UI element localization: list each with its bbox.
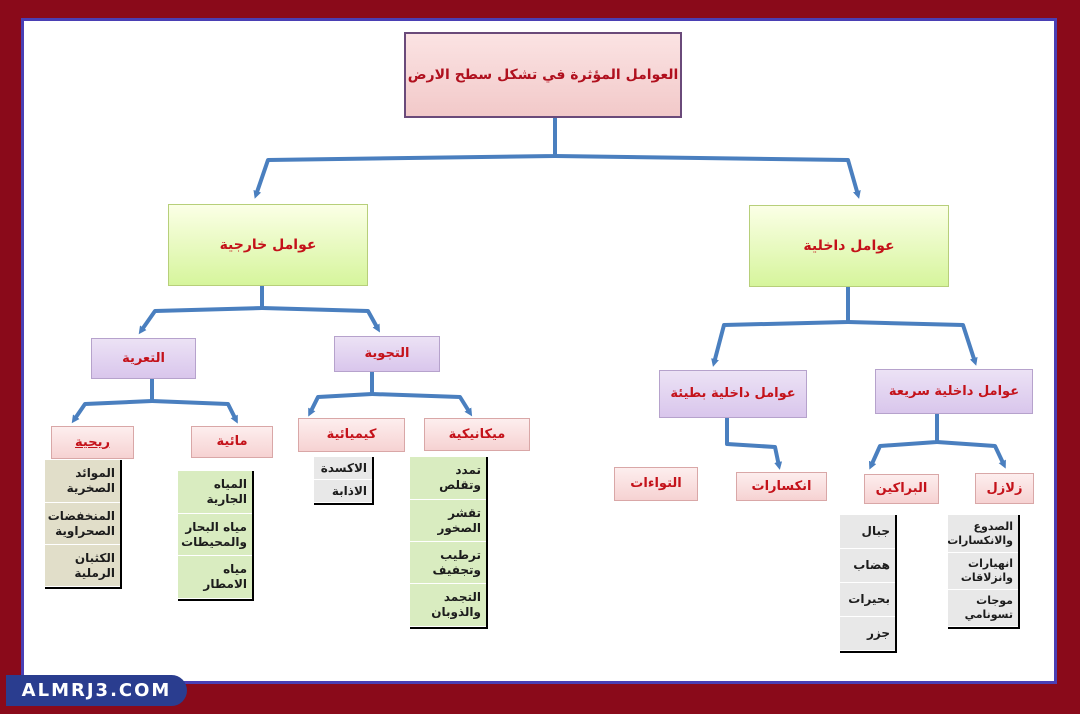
list-item: الكثبان الرملية bbox=[45, 545, 120, 587]
list-item: الموائد الصخرية bbox=[45, 460, 120, 503]
folds-node: التواءات bbox=[614, 467, 698, 501]
chemical-weathering-list: الاكسدة الاذابة bbox=[314, 457, 374, 505]
wind-erosion-list: الموائد الصخرية المنخفضات الصحراوية الكث… bbox=[45, 460, 122, 589]
weathering-title: التجوية bbox=[364, 346, 410, 362]
earthquakes-title: زلازل bbox=[986, 480, 1023, 496]
watermark-text: ALMRJ3.COM bbox=[21, 680, 172, 701]
fast-internal-title: عوامل داخلية سريعة bbox=[888, 383, 1020, 399]
list-item: بحيرات bbox=[840, 583, 895, 617]
wind-erosion-node: ريحية bbox=[51, 426, 134, 459]
external-factors-title: عوامل خارجية bbox=[219, 236, 317, 253]
site-watermark-logo: ALMRJ3.COM bbox=[6, 675, 187, 706]
slow-internal-title: عوامل داخلية بطيئة bbox=[670, 386, 796, 402]
list-item: ترطيب وتجفيف bbox=[410, 542, 486, 584]
mechanical-weathering-list: تمدد وتقلص تقشر الصخور ترطيب وتجفيف التج… bbox=[410, 457, 488, 629]
list-item: الاكسدة bbox=[314, 457, 372, 480]
earthquakes-list: الصدوع والانكسارات انهيارات وانزلاقات مو… bbox=[947, 515, 1020, 629]
water-erosion-title: مائية bbox=[216, 434, 248, 450]
external-factors-node: عوامل خارجية bbox=[168, 204, 368, 286]
mechanical-weathering-node: ميكانيكية bbox=[424, 418, 530, 451]
list-item: المنخفضات الصحراوية bbox=[45, 503, 120, 545]
list-item: التجمد والذوبان bbox=[410, 584, 486, 627]
volcanoes-list: جبال هضاب بحيرات جزر bbox=[840, 515, 897, 653]
list-item: مياه البحار والمحيطات bbox=[178, 514, 252, 556]
folds-title: التواءات bbox=[630, 476, 682, 492]
mechanical-weathering-title: ميكانيكية bbox=[448, 426, 506, 442]
water-erosion-node: مائية bbox=[191, 426, 273, 458]
erosion-node: التعرية bbox=[91, 338, 196, 379]
list-item: جبال bbox=[840, 515, 895, 549]
root-node: العوامل المؤثرة في تشكل سطح الارض bbox=[404, 32, 682, 118]
list-item: تمدد وتقلص bbox=[410, 457, 486, 500]
wind-erosion-title: ريحية bbox=[75, 434, 110, 450]
list-item: موجات تسونامي bbox=[948, 590, 1018, 627]
volcanoes-title: البراكين bbox=[875, 481, 928, 497]
internal-factors-node: عوامل داخلية bbox=[749, 205, 949, 287]
chemical-weathering-title: كيميائية bbox=[326, 427, 377, 443]
list-item: مياه الامطار bbox=[178, 556, 252, 599]
water-erosion-list: المياه الجارية مياه البحار والمحيطات ميا… bbox=[178, 471, 254, 601]
faults-title: انكسارات bbox=[751, 478, 812, 494]
list-item: انهيارات وانزلاقات bbox=[948, 553, 1018, 590]
internal-factors-title: عوامل داخلية bbox=[803, 237, 895, 254]
list-item: المياه الجارية bbox=[178, 471, 252, 514]
root-title: العوامل المؤثرة في تشكل سطح الارض bbox=[407, 66, 679, 83]
list-item: تقشر الصخور bbox=[410, 500, 486, 542]
volcanoes-node: البراكين bbox=[864, 474, 939, 504]
list-item: هضاب bbox=[840, 549, 895, 583]
faults-node: انكسارات bbox=[736, 472, 827, 501]
list-item: الصدوع والانكسارات bbox=[947, 515, 1018, 553]
erosion-title: التعرية bbox=[122, 350, 165, 366]
list-item: جزر bbox=[840, 617, 895, 651]
chemical-weathering-node: كيميائية bbox=[298, 418, 405, 452]
list-item: الاذابة bbox=[314, 480, 372, 503]
slow-internal-node: عوامل داخلية بطيئة bbox=[659, 370, 807, 418]
weathering-node: التجوية bbox=[334, 336, 440, 372]
fast-internal-node: عوامل داخلية سريعة bbox=[875, 369, 1033, 414]
earthquakes-node: زلازل bbox=[975, 473, 1034, 504]
